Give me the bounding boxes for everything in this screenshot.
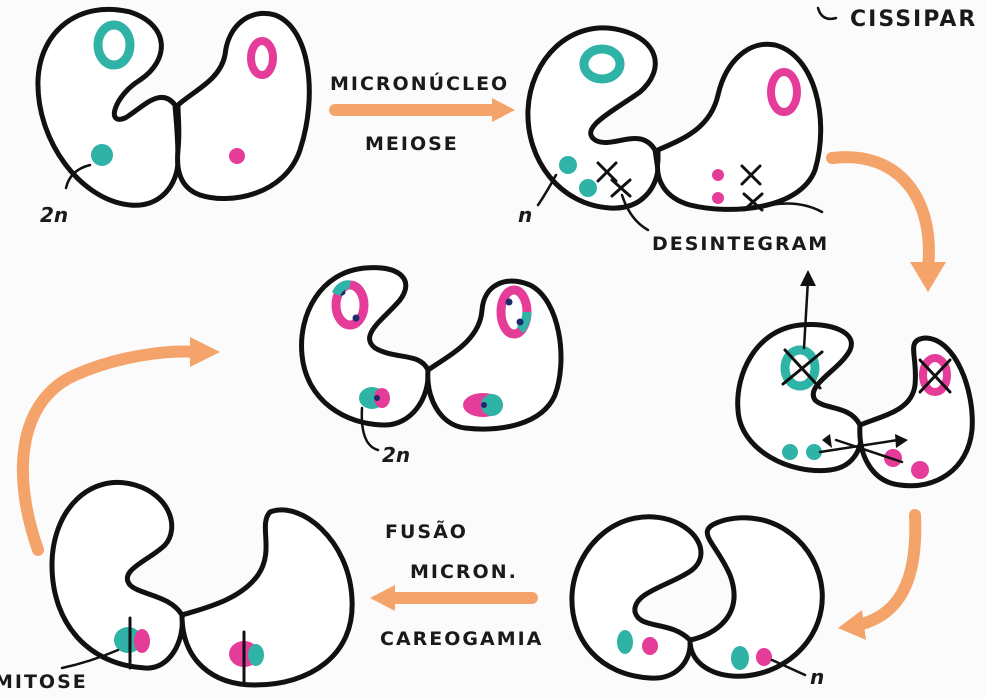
micronucleus-n-2b: [579, 179, 597, 197]
pointer-n-2: [538, 175, 556, 205]
arrow-curve-1-shaft: [832, 157, 929, 268]
dot-6d: [481, 402, 487, 408]
arrow-curve-1-head: [910, 262, 946, 292]
cell-1-left: [38, 9, 178, 205]
cell-pair-5: MITOSE: [0, 482, 352, 692]
cell-4-left: [572, 517, 701, 678]
dot-6b1: [506, 299, 513, 306]
dot-6c: [374, 395, 380, 401]
dot-6a2: [353, 315, 360, 322]
label-meiose: MEIOSE: [365, 133, 459, 155]
micronucleus-4a: [617, 630, 633, 654]
micronucleus-4b: [642, 637, 658, 655]
arrow-meiose-head: [492, 98, 515, 122]
micronucleus-3d: [911, 461, 929, 479]
micronucleus-n-2c: [712, 169, 724, 181]
label-micron: MICRON.: [410, 561, 518, 583]
cell-pair-6: 2n: [302, 268, 561, 467]
arrow-curve-2-head: [838, 610, 866, 640]
cell-1-right: [178, 13, 310, 198]
label-micronucleo: MICRONÚCLEO: [330, 71, 509, 95]
cell-pair-4: n: [572, 517, 824, 689]
cell-pair-2: n DESINTEGRAM: [518, 28, 829, 255]
micronucleus-3a: [782, 444, 798, 460]
micronucleus-n-2a: [559, 156, 577, 174]
arrow-up-head: [800, 270, 816, 286]
cell-pair-3: [738, 270, 973, 486]
label-n-4: n: [810, 665, 824, 689]
synkaryon-magenta-5: [134, 629, 150, 653]
cell-4-right: [690, 518, 822, 676]
synkaryon-teal-5b: [248, 644, 264, 666]
label-2n-1: 2n: [40, 203, 68, 227]
micronucleus-magenta-1: [229, 148, 245, 164]
arrow-careogamia: FUSÃO MICRON. CAREOGAMIA: [370, 519, 543, 650]
micronucleus-n-2d: [712, 192, 724, 204]
micronucleus-4c: [731, 646, 749, 670]
arrow-curve-2-shaft: [858, 515, 915, 625]
label-cissipar: CISSIPAR: [850, 7, 977, 32]
label-2n-6: 2n: [382, 443, 410, 467]
micronucleus-4d: [756, 648, 772, 666]
dot-6b2: [517, 319, 524, 326]
cell-2-right: [657, 44, 820, 209]
label-n-2: n: [518, 203, 532, 227]
label-fusao: FUSÃO: [385, 519, 468, 543]
cell-pair-1: 2n: [38, 9, 309, 227]
arrow-meiose: MICRONÚCLEO MEIOSE: [330, 71, 515, 155]
cell-5-right: [182, 510, 352, 685]
arrow-curve-3-head: [190, 337, 220, 367]
cissipar-hook: [818, 8, 836, 19]
arrow-to-cell4: [838, 515, 915, 640]
label-careogamia: CAREOGAMIA: [380, 628, 543, 650]
arrow-careogamia-head: [370, 585, 395, 611]
pointer-desintegram-2: [770, 204, 822, 212]
micronucleus-teal-1: [91, 144, 113, 166]
label-mitose: MITOSE: [0, 671, 88, 692]
arrow-to-exchange: [832, 157, 946, 292]
label-desintegram: DESINTEGRAM: [652, 233, 829, 255]
